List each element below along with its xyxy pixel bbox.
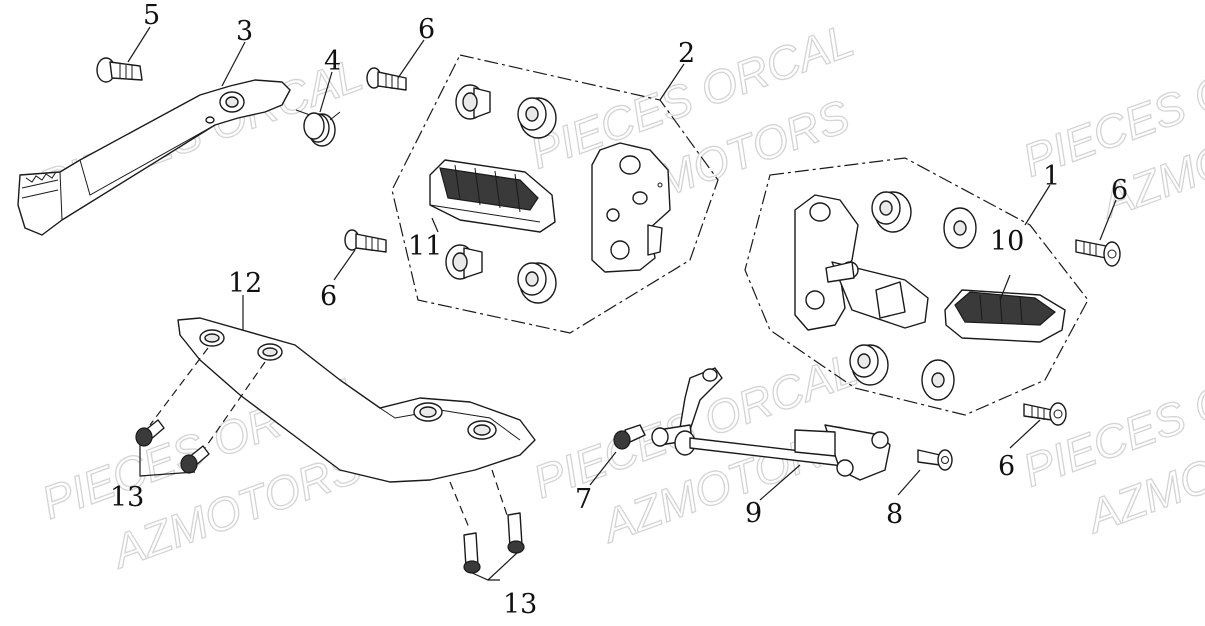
bolt-13-a (135, 419, 165, 447)
callout-4: 4 (324, 46, 341, 77)
callout-8: 8 (886, 499, 903, 530)
return-spring (295, 109, 341, 147)
assembly-line (449, 481, 471, 531)
rubber-bushing-bottom (517, 262, 557, 304)
assembly-line (149, 347, 209, 426)
rubber-bushing-top (517, 97, 557, 139)
callout-13: 13 (110, 482, 144, 513)
bolt-8 (917, 449, 953, 471)
footpeg-11 (429, 159, 556, 233)
footrest-bracket-right (794, 194, 929, 331)
washer-right-top (943, 207, 977, 249)
callout-6: 6 (998, 451, 1015, 482)
assembly-line (204, 361, 266, 449)
callout-3: 3 (236, 16, 253, 47)
brake-pedal (17, 79, 291, 236)
callout-5: 5 (143, 0, 160, 31)
skid-plate (177, 317, 536, 483)
callout-2: 2 (678, 38, 695, 69)
bolt-6-right (1075, 239, 1121, 267)
callout-1: 1 (1043, 161, 1060, 192)
callout-6: 6 (1111, 175, 1128, 206)
washer-right-bottom (921, 359, 955, 401)
callout-10: 10 (990, 226, 1024, 257)
collar-top (455, 84, 491, 120)
assembly-line (491, 469, 509, 519)
bolt-6-left (344, 229, 387, 253)
bolt-13-c (463, 532, 481, 574)
bolt-5 (96, 57, 143, 83)
shift-linkage (651, 367, 891, 481)
bolt-7 (613, 424, 646, 450)
callout-leaders (127, 26, 1117, 581)
assembly-2-outline (391, 54, 719, 334)
rubber-bushing-right-top (871, 191, 912, 233)
collar-bottom (445, 244, 483, 280)
rubber-bushing-right-bottom (849, 344, 889, 386)
callout-6: 6 (320, 281, 337, 312)
callout-6: 6 (418, 14, 435, 45)
bolt-6-top (366, 67, 407, 91)
footrest-bracket-left (591, 142, 671, 273)
callout-13: 13 (503, 589, 537, 620)
callout-11: 11 (408, 231, 442, 262)
callout-9: 9 (745, 498, 762, 529)
callout-12: 12 (228, 268, 262, 299)
bolt-13-d (507, 512, 525, 554)
footpeg-10 (944, 289, 1066, 343)
assembly-1-outline (744, 157, 1089, 416)
bolt-6-lower (1023, 402, 1067, 426)
callout-7: 7 (575, 484, 592, 515)
